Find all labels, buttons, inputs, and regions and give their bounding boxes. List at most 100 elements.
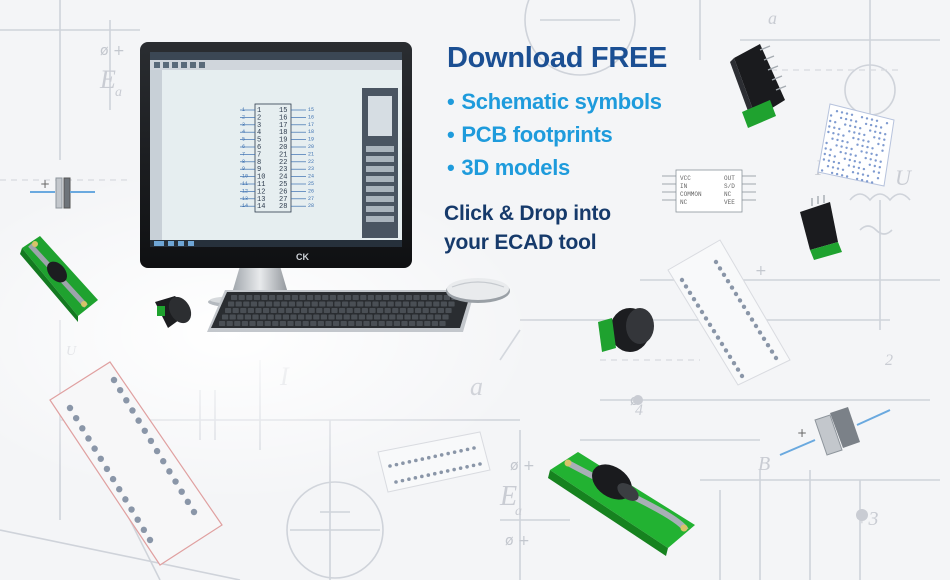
- keyboard-key: [351, 314, 358, 320]
- ic-pin-label: 1: [257, 107, 261, 115]
- keyboard-key: [398, 295, 405, 300]
- keyboard-key: [238, 295, 245, 300]
- footprint-pad: [420, 474, 424, 479]
- keyboard-key: [243, 301, 250, 307]
- keyboard-key: [253, 295, 260, 300]
- outer-pin-label: 22: [308, 159, 314, 165]
- bga-ball: [823, 152, 826, 156]
- bga-ball: [858, 161, 861, 164]
- bga-ball: [868, 163, 871, 166]
- keyboard-key: [334, 301, 341, 307]
- ic-pin-label: 14: [257, 203, 265, 211]
- keyboard-key: [410, 301, 417, 307]
- keyboard-key: [307, 295, 314, 300]
- bga-ball: [860, 178, 864, 182]
- footprint-pad: [691, 297, 697, 302]
- bga-ball: [829, 114, 833, 117]
- bga-ball: [832, 160, 836, 164]
- bga-ball: [835, 172, 839, 176]
- keyboard-key: [437, 308, 444, 313]
- keyboard-key: [311, 301, 318, 307]
- ic-pin-label: 13: [257, 196, 265, 204]
- bga-ball: [843, 157, 846, 160]
- footprint-pad: [146, 536, 154, 544]
- keyboard-key: [389, 314, 396, 320]
- bga-ball: [845, 146, 848, 149]
- keyboard-key: [357, 301, 364, 307]
- keyboard-key: [263, 308, 270, 313]
- bga-ball: [840, 111, 844, 114]
- keyboard-key: [372, 301, 379, 307]
- footprint-pad: [433, 454, 438, 459]
- electrolytic-capacitor-3d-icon: [155, 296, 192, 328]
- keyboard-key: [316, 308, 323, 313]
- keyboard-key: [231, 295, 238, 300]
- bga-ball: [877, 171, 881, 174]
- footprint-pad: [407, 460, 412, 464]
- bga-ball: [870, 152, 873, 155]
- footprint-pad: [109, 475, 117, 483]
- footprint-pad: [97, 455, 104, 462]
- bga-ball: [858, 132, 861, 135]
- feature-3d-models: 3D models: [447, 151, 747, 184]
- footprint-pad: [717, 266, 723, 271]
- footprint-pad: [765, 343, 771, 348]
- footprint-pad: [719, 341, 725, 347]
- bga-ball: [873, 164, 876, 168]
- footprint-pad: [116, 486, 123, 493]
- ic-pin-label: 18: [279, 129, 287, 137]
- bga-ball: [876, 177, 880, 180]
- keyboard-key: [226, 321, 233, 326]
- bga-ball: [846, 141, 849, 144]
- outer-pin-label: 27: [308, 196, 314, 202]
- bga-ball: [885, 122, 889, 125]
- keyboard-key: [348, 321, 355, 326]
- footprint-pad: [695, 303, 701, 308]
- svg-text:2: 2: [885, 352, 893, 369]
- footprint-pad: [103, 465, 111, 473]
- bga-ball: [869, 123, 873, 127]
- keyboard-key: [343, 314, 350, 320]
- bga-ball: [829, 148, 832, 151]
- bga-ball: [820, 169, 824, 172]
- keyboard-key: [375, 295, 382, 300]
- keyboard-key: [439, 321, 446, 326]
- keyboard-key: [331, 308, 338, 313]
- keyboard-key: [366, 314, 373, 320]
- footprint-pad: [85, 435, 92, 442]
- bga-ball: [865, 151, 868, 154]
- bga-ball: [879, 131, 882, 135]
- ic-pin-label: 24: [279, 174, 287, 182]
- bga-ball: [874, 130, 877, 133]
- keyboard-key: [314, 295, 321, 300]
- svg-text:B: B: [758, 453, 770, 475]
- keyboard-key: [270, 308, 277, 313]
- pcb-footprint-soic-icon: [377, 431, 491, 493]
- footprint-pad: [79, 425, 86, 432]
- keyboard-key: [282, 314, 289, 320]
- feature-schematic-symbols: Schematic symbols: [447, 85, 747, 118]
- ic-pin-label: 16: [279, 114, 287, 122]
- outer-pin-label: 2: [242, 114, 245, 120]
- outer-pin-label: 7: [242, 151, 245, 157]
- footprint-pad: [699, 309, 705, 315]
- bga-ball: [865, 180, 869, 183]
- footprint-pad: [687, 290, 693, 295]
- keyboard-key: [295, 321, 302, 326]
- keyboard-key: [395, 301, 402, 307]
- svg-text:VEE: VEE: [724, 199, 735, 206]
- footprint-pad: [426, 455, 431, 460]
- footprint-pad: [715, 335, 721, 340]
- footprint-pad: [739, 373, 745, 379]
- ic-pin-label: 27: [279, 196, 287, 204]
- bga-ball: [851, 171, 855, 174]
- footprint-pad: [190, 508, 198, 516]
- tagline-line-2: your ECAD tool: [444, 231, 597, 254]
- brand-logo: CK: [296, 252, 309, 262]
- footprint-pad: [753, 323, 759, 329]
- footprint-pad: [679, 277, 685, 283]
- footprint-pad: [711, 329, 717, 334]
- footprint-pad: [166, 468, 173, 475]
- footprint-pad: [465, 464, 469, 469]
- keyboard-key: [404, 314, 411, 320]
